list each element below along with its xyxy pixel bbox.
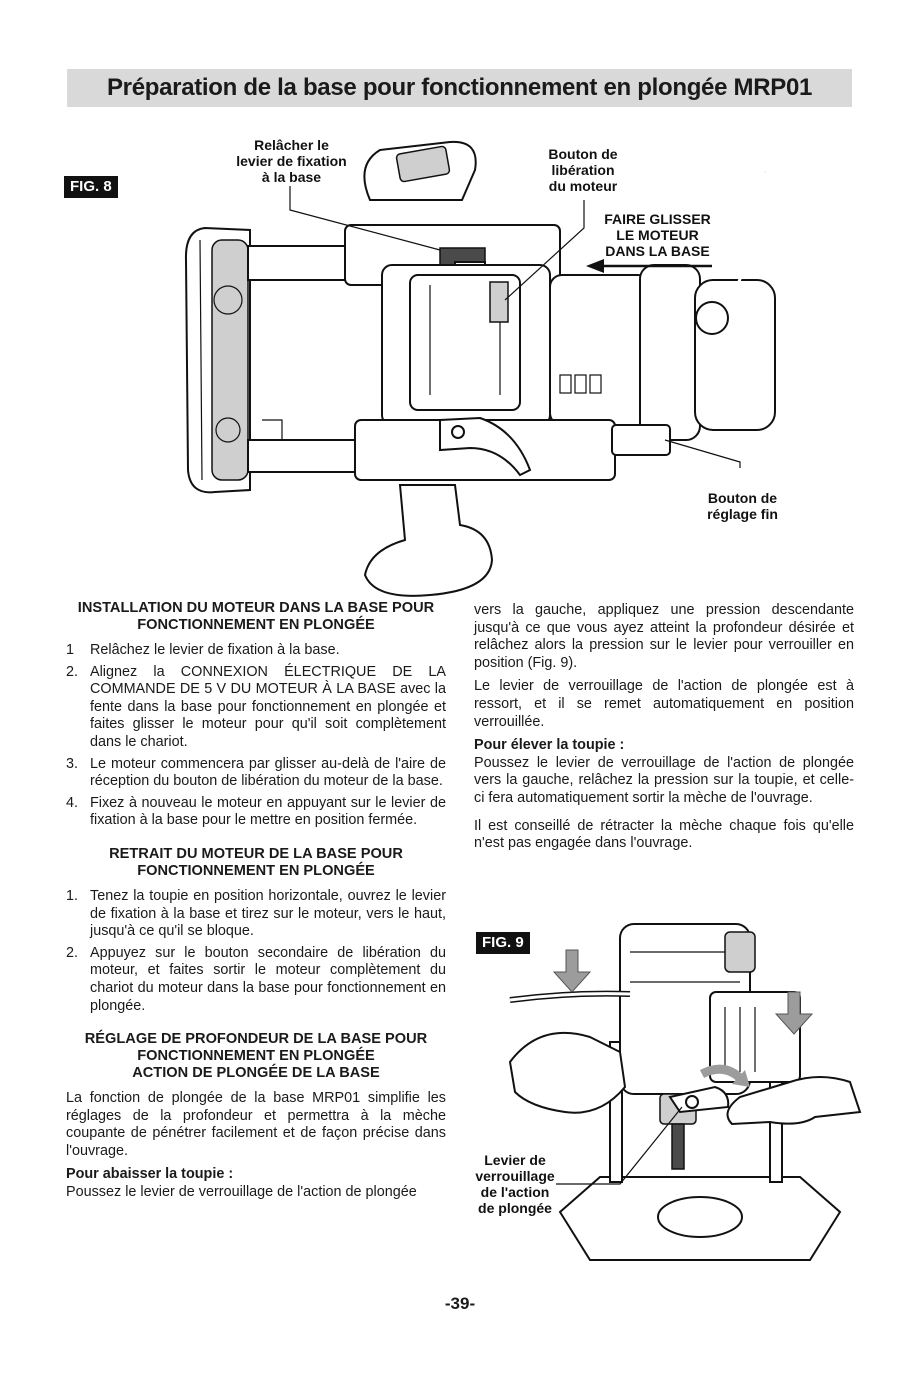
callout-fine-adjust: Bouton de réglage fin — [707, 490, 778, 522]
removal-heading: RETRAIT DU MOTEUR DE LA BASE POUR FONCTI… — [109, 845, 403, 879]
page-number: -39- — [444, 1294, 476, 1313]
router-top-view-illustration — [184, 140, 776, 597]
list-item: 2.Alignez la CONNEXION ÉLECTRIQUE DE LA … — [66, 663, 446, 750]
left-column: INSTALLATION DU MOTEUR DANS LA BASE POUR… — [66, 600, 446, 1208]
depth-paragraph: La fonction de plongée de la base MRP01 … — [66, 1090, 446, 1159]
callout-release-lever: Relâcher le levier de fixation à la base — [236, 137, 347, 185]
callout-plunge-lever: Levier de verrouillage de l'action de pl… — [475, 1152, 555, 1216]
depth-heading: RÉGLAGE DE PROFONDEUR DE LA BASE POUR FO… — [84, 1031, 428, 1082]
router-plunge-illustration — [508, 923, 862, 1261]
lower-router-continued: vers la gauche, appliquez une pression d… — [474, 602, 854, 671]
lower-router-heading: Pour abaisser la toupie : — [66, 1166, 234, 1183]
install-heading: INSTALLATION DU MOTEUR DANS LA BASE POUR… — [77, 600, 435, 633]
spring-lever-text: Le levier de verrouillage de l'action de… — [474, 678, 854, 730]
page-title: Préparation de la base pour fonctionneme… — [67, 69, 852, 107]
lower-router-text: Poussez le levier de verrouillage de l'a… — [66, 1184, 417, 1201]
list-item: 2.Appuyez sur le bouton secondaire de li… — [66, 944, 446, 1014]
callout-slide-motor: FAIRE GLISSER LE MOTEUR DANS LA BASE — [604, 211, 711, 259]
retract-advice: Il est conseillé de rétracter la mèche c… — [474, 817, 854, 852]
raise-router-heading: Pour élever la toupie : — [474, 737, 625, 754]
fig9-label: FIG. 9 — [476, 932, 530, 954]
callout-release-button: Bouton de libération du moteur — [548, 146, 618, 194]
list-item: 4.Fixez à nouveau le moteur en appuyant … — [66, 794, 446, 829]
list-item: 3.Le moteur commencera par glisser au-de… — [66, 755, 446, 790]
raise-router-text: Poussez le levier de verrouillage de l'a… — [474, 754, 854, 806]
right-column: vers la gauche, appliquez une pression d… — [474, 602, 854, 859]
list-item: 1.Tenez la toupie en position horizontal… — [66, 887, 446, 940]
fig8-label: FIG. 8 — [64, 176, 118, 198]
removal-steps: 1.Tenez la toupie en position horizontal… — [66, 888, 446, 1015]
